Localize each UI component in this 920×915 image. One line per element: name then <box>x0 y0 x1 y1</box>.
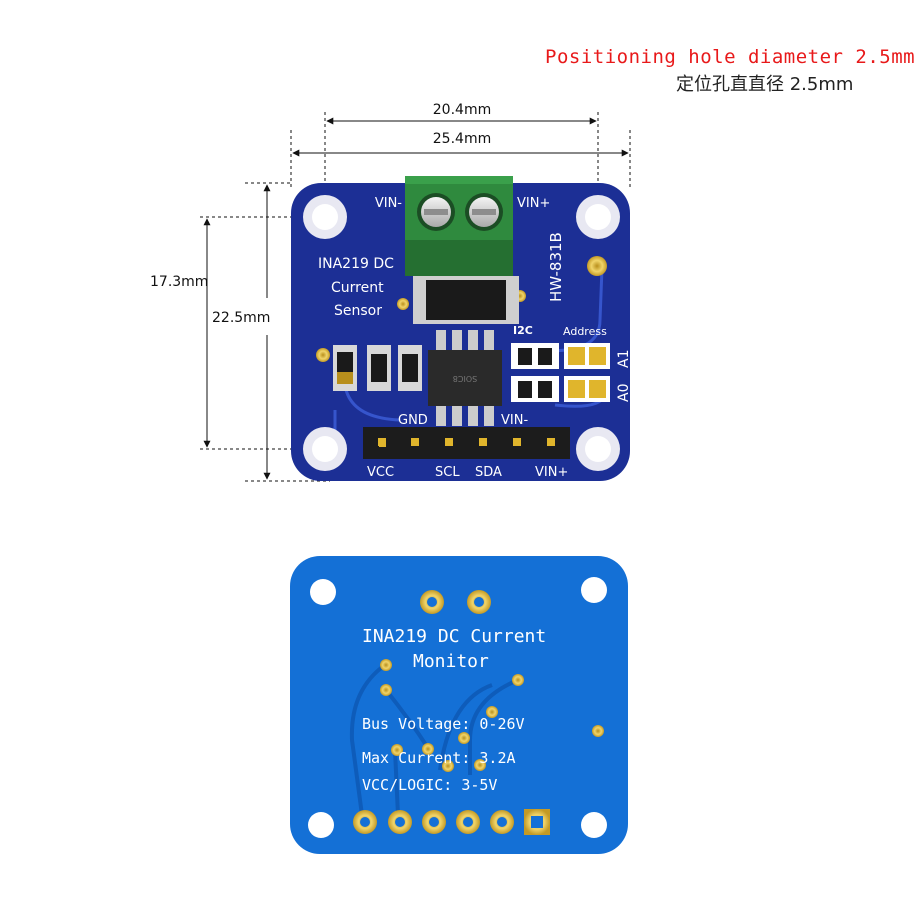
back-pin-hole <box>360 817 370 827</box>
back-spec-voltage: Bus Voltage: 0-26V <box>362 715 525 733</box>
shunt-resistor <box>413 276 519 324</box>
model-label: HW-831B <box>547 232 565 302</box>
front-title-line3: Sensor <box>334 303 382 319</box>
pin-vcc-label: VCC <box>367 465 394 480</box>
chip-label: SOIC8 <box>453 374 477 383</box>
pin-header <box>363 427 570 459</box>
hole-diameter-note: Positioning hole diameter 2.5mm <box>545 46 916 68</box>
back-spec-logic: VCC/LOGIC: 3-5V <box>362 776 497 794</box>
back-title-line1: INA219 DC Current <box>362 626 546 647</box>
front-title-line1: INA219 DC <box>318 256 394 272</box>
dim-width-inner: 20.4mm <box>433 102 491 118</box>
smd-components <box>333 345 422 391</box>
header-pin <box>513 438 521 446</box>
dimension-lines <box>200 112 631 482</box>
terminal-vin-plus-label: VIN+ <box>517 196 550 211</box>
back-pin-hole <box>463 817 473 827</box>
address-jumpers <box>511 343 610 402</box>
back-vias <box>380 659 604 772</box>
dim-width-outer: 25.4mm <box>433 131 491 147</box>
pin-gnd-label: GND <box>398 413 428 428</box>
ina219-chip: SOIC8 <box>428 330 502 426</box>
pin-vin-minus-label: VIN- <box>501 413 528 428</box>
back-pin-hole <box>395 817 405 827</box>
hole-diameter-note-cn: 定位孔直直径 2.5mm <box>676 74 854 95</box>
back-pin-hole <box>429 817 439 827</box>
back-board: INA219 DC Current Monitor Bus Voltage: 0… <box>290 556 628 854</box>
front-board: SOIC8 VIN- VIN+ INA219 DC Current Sensor… <box>291 176 632 481</box>
dim-height-inner: 17.3mm <box>150 274 208 290</box>
terminal-vin-minus-label: VIN- <box>375 196 402 211</box>
header-pin <box>411 438 419 446</box>
address-label: Address <box>563 325 607 338</box>
back-pin-hole <box>497 817 507 827</box>
front-title-line2: Current <box>331 280 384 296</box>
pin-scl-label: SCL <box>435 465 460 480</box>
pin-sda-label: SDA <box>475 465 502 480</box>
header-pin <box>378 438 386 446</box>
header-pin <box>479 438 487 446</box>
mounting-holes <box>303 195 620 471</box>
header-pin <box>547 438 555 446</box>
a1-label: A1 <box>616 350 632 368</box>
back-spec-current: Max Current: 3.2A <box>362 749 516 767</box>
back-title-line2: Monitor <box>413 651 489 672</box>
pin-vin-plus-label: VIN+ <box>535 465 568 480</box>
a0-label: A0 <box>616 384 632 402</box>
i2c-label: I2C <box>513 324 533 337</box>
dim-height-outer: 22.5mm <box>212 310 270 326</box>
screw-terminal <box>405 176 513 276</box>
header-pin <box>445 438 453 446</box>
